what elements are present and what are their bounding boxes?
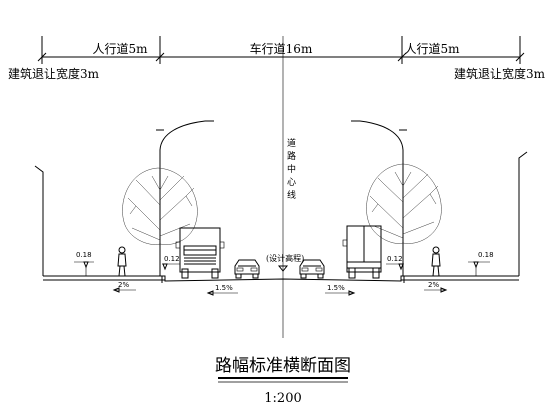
elevation-right-outer: 0.18 — [478, 251, 494, 259]
left-truck — [175, 227, 225, 279]
slope-left-road: 1.5% — [215, 284, 233, 292]
left-tree — [122, 167, 198, 276]
slope-arrow-right-road — [325, 290, 356, 296]
drawing-scale: 1:200 — [264, 391, 301, 406]
left-sidewalk-dim: 人行道5m — [92, 42, 148, 56]
right-tree — [366, 163, 442, 276]
slope-arrow-left-road — [206, 290, 238, 296]
slope-right-sidewalk: 2% — [428, 281, 439, 289]
elevation-marker-left-curb — [162, 263, 180, 271]
drawing-title: 路幅标准横断面图 — [215, 356, 351, 376]
elevation-marker-right-curb — [386, 263, 404, 271]
design-elevation-label: (设计高程) — [266, 253, 304, 263]
ground-profile — [43, 275, 519, 283]
left-building-edge — [34, 165, 44, 276]
right-building-edge — [518, 151, 528, 276]
slope-left-sidewalk: 2% — [118, 281, 129, 289]
elevation-right-curb: 0.12 — [387, 255, 403, 263]
slope-right-road: 1.5% — [327, 284, 345, 292]
right-street-lamp — [351, 120, 407, 276]
right-car — [299, 259, 325, 279]
elevation-marker-left-outer — [74, 261, 94, 276]
left-pedestrian — [117, 246, 127, 277]
left-street-lamp — [156, 120, 214, 276]
right-setback-label: 建筑退让宽度3m — [454, 66, 546, 81]
elevation-left-curb: 0.12 — [164, 255, 180, 263]
elevation-marker-right-outer — [468, 261, 490, 276]
slope-arrow-right-sidewalk — [424, 287, 448, 293]
left-car — [234, 259, 260, 279]
right-pedestrian — [431, 246, 441, 277]
centerline-label: 道路中心线 — [285, 137, 296, 203]
dimension-line — [37, 36, 525, 64]
carriageway-dim: 车行道16m — [250, 41, 313, 56]
right-truck — [342, 225, 382, 279]
right-sidewalk-dim: 人行道5m — [404, 42, 460, 56]
design-elevation-marker — [277, 265, 289, 272]
slope-arrow-left-sidewalk — [112, 287, 136, 293]
elevation-left-outer: 0.18 — [76, 251, 92, 259]
left-setback-label: 建筑退让宽度3m — [8, 66, 100, 81]
